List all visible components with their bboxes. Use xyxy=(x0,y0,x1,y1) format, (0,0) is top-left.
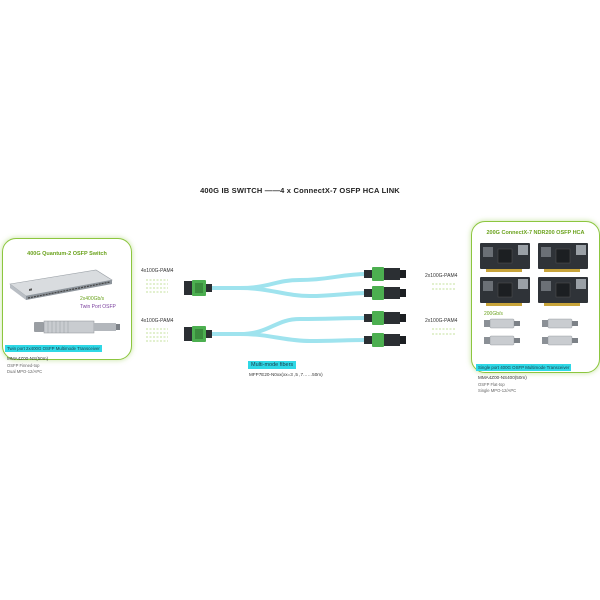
link-label-right-bottom: 2x100G-PAM4 xyxy=(425,318,458,324)
twin-port-spec-2: Dual MPO-12/APC xyxy=(7,369,43,374)
link-label-left-bottom: 4x100G-PAM4 xyxy=(141,318,174,324)
link-label-right-top: 2x100G-PAM4 xyxy=(425,273,458,279)
single-port-part-number: MMA4Z00-NS400(50m) xyxy=(478,375,527,380)
switch-image xyxy=(9,269,113,300)
twin-port-spec-1: OSFP Finned-top xyxy=(7,363,40,368)
single-port-spec-2: Single MPO-12/APC xyxy=(478,388,517,393)
cable-type-label: Multi-mode fibers xyxy=(248,361,297,369)
mpo-connector-right-1 xyxy=(364,267,406,281)
switch-port-speed: 2x400Gb/s xyxy=(80,296,105,302)
mpo-connector-left-bottom xyxy=(184,326,212,342)
connectx7-cards-image xyxy=(480,243,588,306)
diagram-title: 400G IB SWITCH ——4 x ConnectX-7 OSFP HCA… xyxy=(200,186,400,195)
cable-part-number: MFP7E20-N0xx(xx=3 ,5 ,7……50m) xyxy=(249,372,323,377)
single-port-spec-1: OSFP Flat-top xyxy=(478,382,505,387)
hca-panel-title: 200G ConnectX-7 NDR200 OSFP HCA xyxy=(486,230,585,236)
twin-port-part-number: MMA4Z00-NS(50m) xyxy=(7,356,49,361)
single-port-transceivers-image xyxy=(484,318,578,346)
switch-panel-title: 400G Quantum-2 OSFP Switch xyxy=(27,251,107,257)
switch-port-type: Twin Port OSFP xyxy=(80,304,116,310)
twin-port-transceiver-image xyxy=(34,320,120,334)
mpo-connector-left-top xyxy=(184,280,212,296)
twin-port-transceiver-label: Twin port 2x400G OSFP Multimode Transcei… xyxy=(5,345,102,352)
switch-panel xyxy=(2,238,132,360)
link-label-left-top: 4x100G-PAM4 xyxy=(141,268,174,274)
mpo-connector-right-2 xyxy=(364,286,406,300)
single-port-transceiver-label: Single port 400G OSFP Multimode Transcei… xyxy=(476,364,572,371)
hca-port-speed: 200Gb/s xyxy=(484,311,503,317)
mpo-connector-right-4 xyxy=(364,333,406,347)
mpo-connector-right-3 xyxy=(364,311,406,325)
